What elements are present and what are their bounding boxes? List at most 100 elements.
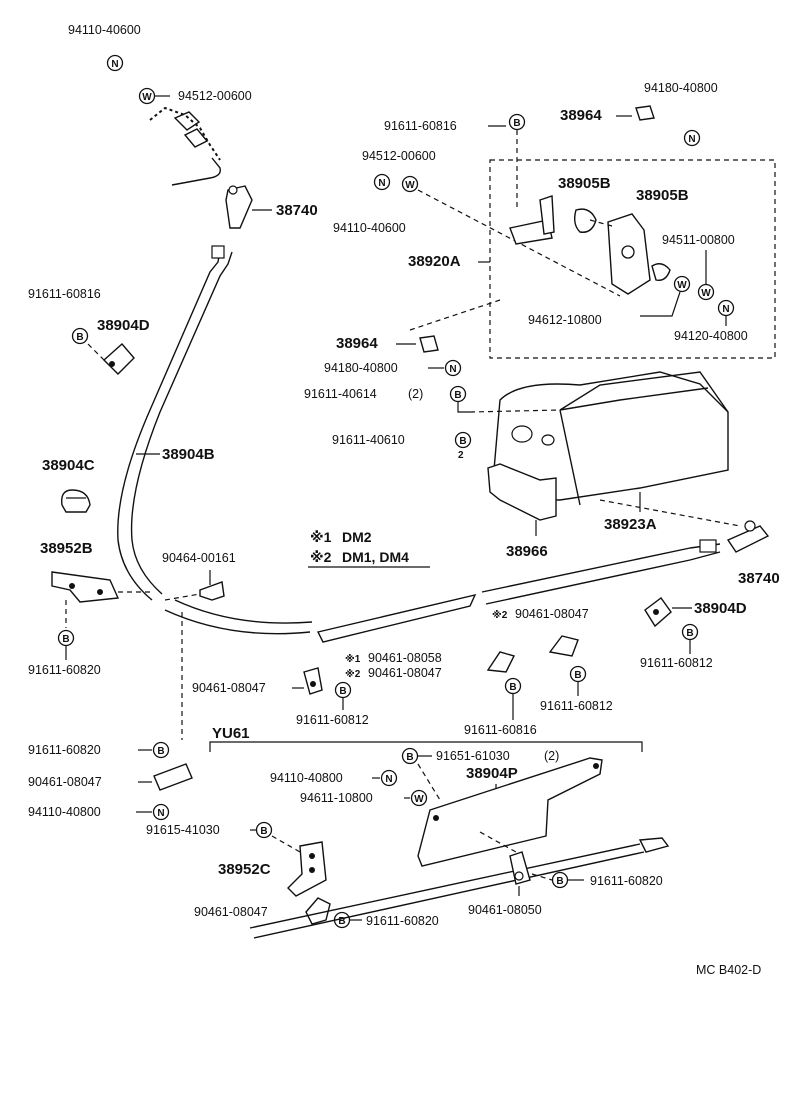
lower-cable-sleeve xyxy=(164,543,721,740)
svg-text:B: B xyxy=(574,670,581,681)
svg-text:B: B xyxy=(459,436,466,447)
housing-38923A: 38923A xyxy=(469,371,741,533)
part-label-38905B-a: 38905B xyxy=(558,175,611,192)
part-label: 91611-60816 xyxy=(464,723,537,737)
nut-symbol: N xyxy=(380,769,398,787)
part-label-38905B-b: 38905B xyxy=(636,187,689,204)
svg-text:N: N xyxy=(385,774,392,785)
legend-mark-2: ※2 xyxy=(310,549,332,565)
model-legend: ※1 DM2 ※2 DM1, DM4 xyxy=(308,529,430,568)
part-label: 94512-00600 xyxy=(178,89,252,103)
nut-symbol: N xyxy=(683,129,701,147)
part-label: 91611-40610 xyxy=(332,433,405,447)
part-label: 90461-08047 xyxy=(192,681,266,695)
clamp-38904D-left: 91611-60816 B 38904D xyxy=(28,287,150,375)
part-label-38920A: 38920A xyxy=(408,253,461,270)
part-label: 90461-08047 xyxy=(515,607,589,621)
part-label: 90461-08050 xyxy=(468,903,542,917)
yu61-section: YU61 91611-60820 B 90461-08047 94110-408… xyxy=(28,725,670,939)
svg-text:W: W xyxy=(414,794,424,805)
bolt-symbol: B xyxy=(569,665,587,683)
svg-text:N: N xyxy=(449,364,456,375)
svg-text:N: N xyxy=(157,808,164,819)
nut-symbol: N xyxy=(444,359,462,377)
part-label: 94110-40800 xyxy=(28,805,101,819)
part-label-38966: 38966 xyxy=(506,543,548,560)
part-label: 94120-40800 xyxy=(674,329,748,343)
part-label-38904B: 38904B xyxy=(162,446,215,463)
svg-text:B: B xyxy=(406,752,413,763)
nut-symbol: N xyxy=(373,173,391,191)
clip-group-s2: ※2 90461-08047 B 91611-60812 ※1 90461-08… xyxy=(345,607,613,737)
part-label: 90461-08047 xyxy=(28,775,102,789)
part-label: 90461-08047 xyxy=(194,905,268,919)
washer-symbol: W xyxy=(401,175,419,193)
svg-text:B: B xyxy=(260,826,267,837)
svg-text:B: B xyxy=(339,686,346,697)
part-label-38904C: 38904C xyxy=(42,457,95,474)
part-label: 90464-00161 xyxy=(162,551,236,565)
svg-text:N: N xyxy=(688,134,695,145)
part-label: 91611-40614 xyxy=(304,387,377,401)
bolt-symbol: B xyxy=(71,327,89,345)
bolt-symbol: B xyxy=(551,871,569,889)
nut-symbol: N xyxy=(106,54,124,72)
nut-symbol: N xyxy=(717,299,735,317)
part-label-38964-mid: 38964 xyxy=(336,335,378,352)
svg-text:B: B xyxy=(686,628,693,639)
bolt-symbol: B xyxy=(57,629,75,647)
part-label: 90461-08058 xyxy=(368,651,442,665)
part-label-38923A: 38923A xyxy=(604,516,657,533)
bolt-symbol: B xyxy=(334,681,352,699)
nut-symbol: N xyxy=(152,803,170,821)
bolt-symbol: B xyxy=(449,385,467,403)
svg-text:W: W xyxy=(405,180,415,191)
cable-end-38740-right: 38740 xyxy=(699,520,780,587)
svg-text:B: B xyxy=(76,332,83,343)
lever-assembly-38920A: 91611-60816 B 94512-00600 N W 94110-4060… xyxy=(333,81,776,359)
part-label: 94110-40600 xyxy=(333,221,406,235)
washer-symbol: W xyxy=(138,87,156,105)
bracket-38966: 38966 xyxy=(487,463,557,560)
part-label: 91611-60812 xyxy=(640,656,713,670)
top-left-cable-end: 94110-40600 N W 94512-00600 38740 xyxy=(68,23,318,229)
washer-symbol: W xyxy=(673,275,691,293)
part-label-38740-right: 38740 xyxy=(738,570,780,587)
part-label-38904D: 38904D xyxy=(97,317,150,334)
svg-text:※2: ※2 xyxy=(492,609,508,621)
part-label: 91651-61030 xyxy=(436,749,510,763)
part-label: 94180-40800 xyxy=(324,361,398,375)
bushing-38964-mid: 38964 94180-40800 N xyxy=(324,299,501,377)
svg-text:※2: ※2 xyxy=(345,668,361,680)
svg-text:B: B xyxy=(513,118,520,129)
section-label-yu61: YU61 xyxy=(212,725,250,742)
part-label: 91611-60816 xyxy=(28,287,101,301)
svg-text:W: W xyxy=(701,288,711,299)
grommet-38904C: 38904C xyxy=(42,457,95,513)
part-label: 94511-00800 xyxy=(662,233,735,247)
part-label: 91611-60812 xyxy=(296,713,369,727)
bolt-symbol: B xyxy=(681,623,699,641)
part-qty: (2) xyxy=(408,387,423,401)
part-label-38952B: 38952B xyxy=(40,540,93,557)
part-label: 94110-40600 xyxy=(68,23,141,37)
part-label-38904P: 38904P xyxy=(466,765,518,782)
washer-symbol: W xyxy=(697,283,715,301)
bolt-symbol: B xyxy=(401,747,419,765)
part-label: 90461-08047 xyxy=(368,666,442,680)
svg-text:B: B xyxy=(157,746,164,757)
bolt-symbol: B xyxy=(152,741,170,759)
svg-text:B: B xyxy=(509,682,516,693)
svg-text:2: 2 xyxy=(458,450,464,461)
part-label: 91611-60820 xyxy=(590,874,663,888)
part-label-38904D-right: 38904D xyxy=(694,600,747,617)
part-label: 94512-00600 xyxy=(362,149,436,163)
legend-models-2: DM1, DM4 xyxy=(342,549,409,565)
svg-text:N: N xyxy=(722,304,729,315)
clip-90464-00161: 90464-00161 xyxy=(162,551,236,601)
part-label: 91611-60820 xyxy=(28,663,101,677)
svg-text:B: B xyxy=(454,390,461,401)
bolt-symbol: B xyxy=(255,821,273,839)
part-label: 94612-10800 xyxy=(528,313,602,327)
